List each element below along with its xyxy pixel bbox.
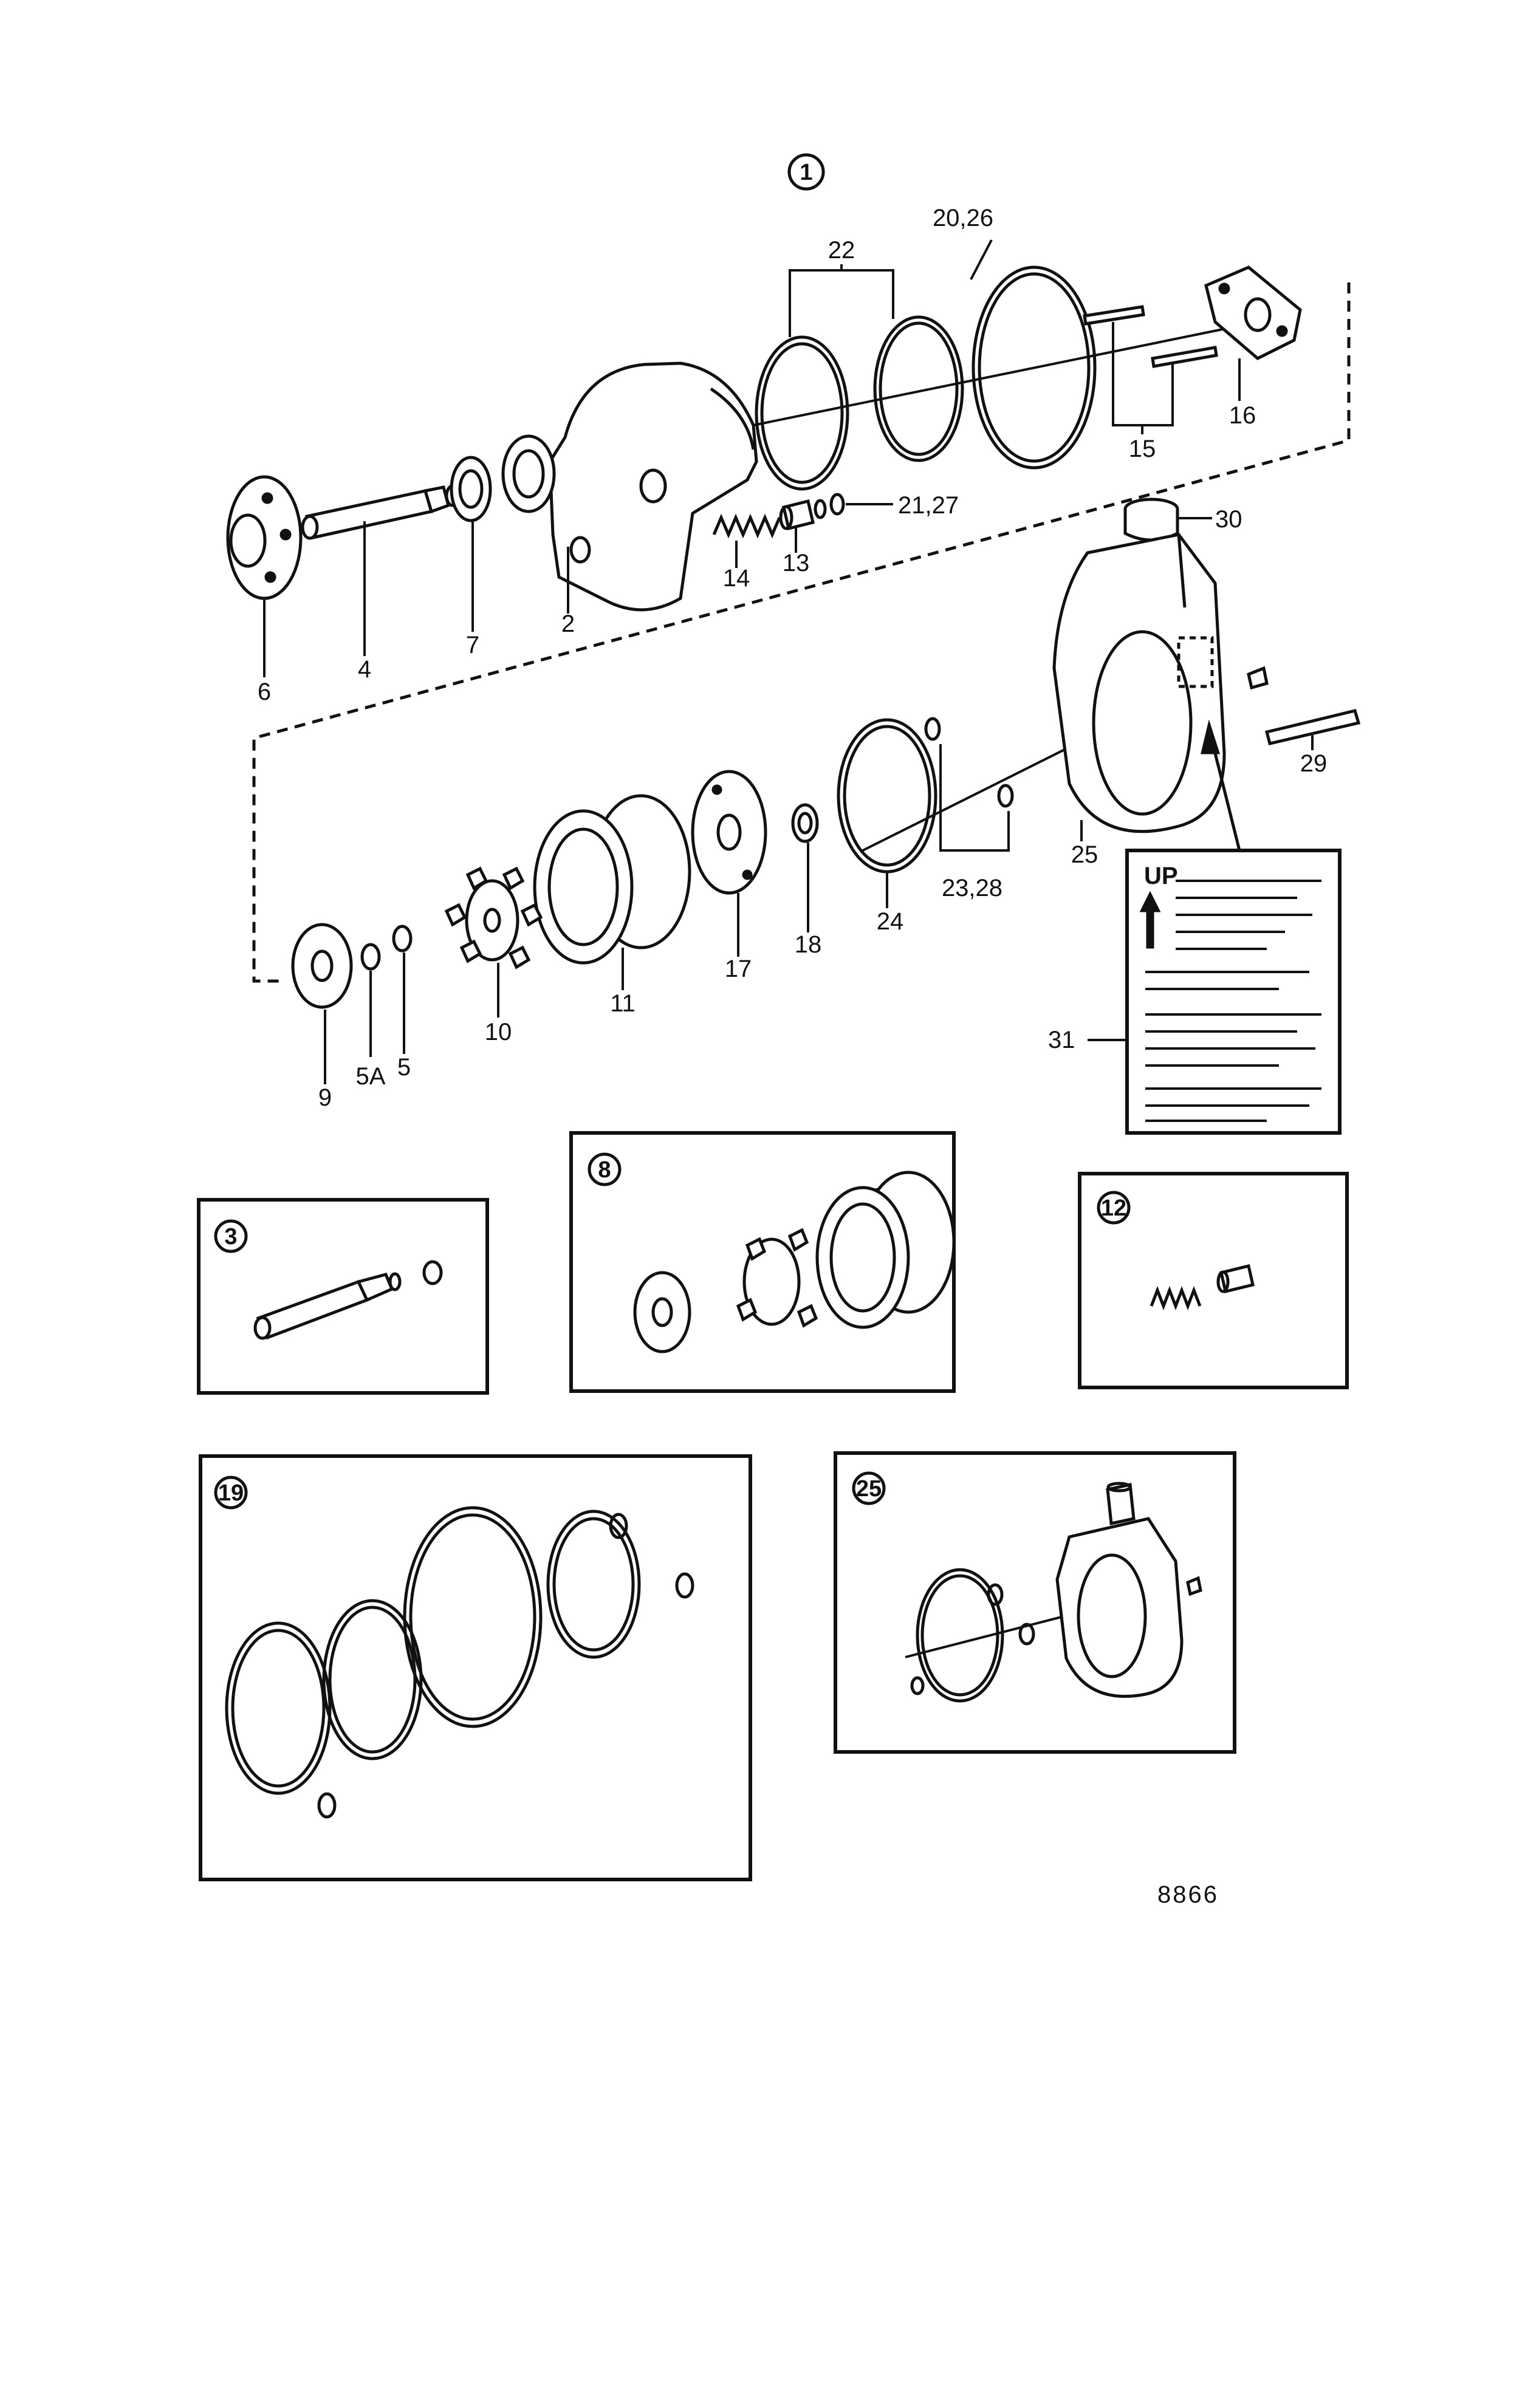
label-part-31: 31 — [1048, 1027, 1075, 1053]
up-arrow-icon — [1139, 891, 1161, 949]
svg-text:25: 25 — [856, 1476, 882, 1502]
label-part-18: 18 — [795, 931, 822, 958]
kit-seals-box: 19 — [199, 1454, 752, 1881]
cam-ring-part — [533, 794, 691, 965]
svg-text:19: 19 — [218, 1480, 244, 1506]
label-part-23-28: 23,28 — [942, 875, 1002, 901]
label-part-21-27: 21,27 — [898, 492, 959, 519]
label-part-17: 17 — [725, 956, 752, 982]
sealing-rings-22 — [755, 315, 964, 491]
decal-heading: UP — [1144, 863, 1178, 889]
drawing-number: 8866 — [1157, 1881, 1219, 1908]
svg-text:8: 8 — [598, 1157, 611, 1183]
label-part-6: 6 — [258, 679, 271, 705]
kit-reservoir-box: 25 — [834, 1451, 1236, 1754]
small-o-ring-part — [829, 493, 845, 516]
circlip-part — [392, 925, 413, 953]
label-part-22: 22 — [828, 237, 855, 264]
label-part-2: 2 — [561, 611, 575, 637]
mounting-stud-part — [1264, 709, 1361, 745]
callout-assembly: 1 — [787, 153, 825, 191]
svg-text:12: 12 — [1101, 1195, 1126, 1221]
label-part-5a: 5A — [356, 1063, 386, 1090]
small-seals-part — [924, 717, 1014, 808]
main-assembly: 1 — [226, 153, 1361, 1135]
kit-valve-box: 12 — [1078, 1172, 1349, 1389]
pump-housing-part — [501, 361, 758, 612]
label-part-15: 15 — [1129, 436, 1156, 462]
flange-part — [226, 475, 303, 600]
valve-spring-part — [712, 513, 781, 539]
svg-text:3: 3 — [224, 1224, 237, 1250]
label-part-9: 9 — [318, 1084, 332, 1111]
drive-shaft-part — [301, 484, 461, 540]
guide-pins-part — [1083, 305, 1218, 368]
label-part-20-26: 20,26 — [933, 205, 993, 231]
label-part-5: 5 — [397, 1054, 411, 1081]
label-part-25: 25 — [1071, 841, 1098, 868]
label-part-13: 13 — [783, 550, 810, 576]
shaft-seal-part — [791, 803, 819, 843]
oil-reservoir-part — [1052, 533, 1269, 833]
rotor-vanes-part — [444, 866, 543, 970]
bearing-part — [450, 456, 492, 522]
label-part-11: 11 — [610, 990, 636, 1017]
svg-text:1: 1 — [800, 160, 812, 185]
label-part-30: 30 — [1215, 506, 1242, 533]
label-part-14: 14 — [723, 565, 750, 592]
label-part-10: 10 — [485, 1019, 512, 1045]
washer-part — [360, 943, 381, 971]
kit-impeller-box: 8 — [569, 1131, 956, 1393]
large-o-ring-part — [972, 265, 1097, 470]
label-part-4: 4 — [358, 656, 371, 683]
label-part-7: 7 — [466, 632, 479, 658]
label-part-24: 24 — [877, 908, 904, 935]
instruction-decal-part: UP — [1125, 849, 1342, 1135]
retaining-ring-part — [837, 718, 937, 874]
label-part-16: 16 — [1229, 402, 1256, 429]
valve-piston-part — [779, 499, 827, 531]
reservoir-cap-part — [1123, 498, 1179, 542]
label-part-29: 29 — [1300, 750, 1328, 777]
pressure-plate-part — [691, 770, 767, 895]
end-cover-part — [1204, 265, 1302, 360]
drive-gear-part — [291, 923, 353, 1009]
kit-shaft-box: 3 — [197, 1198, 489, 1395]
